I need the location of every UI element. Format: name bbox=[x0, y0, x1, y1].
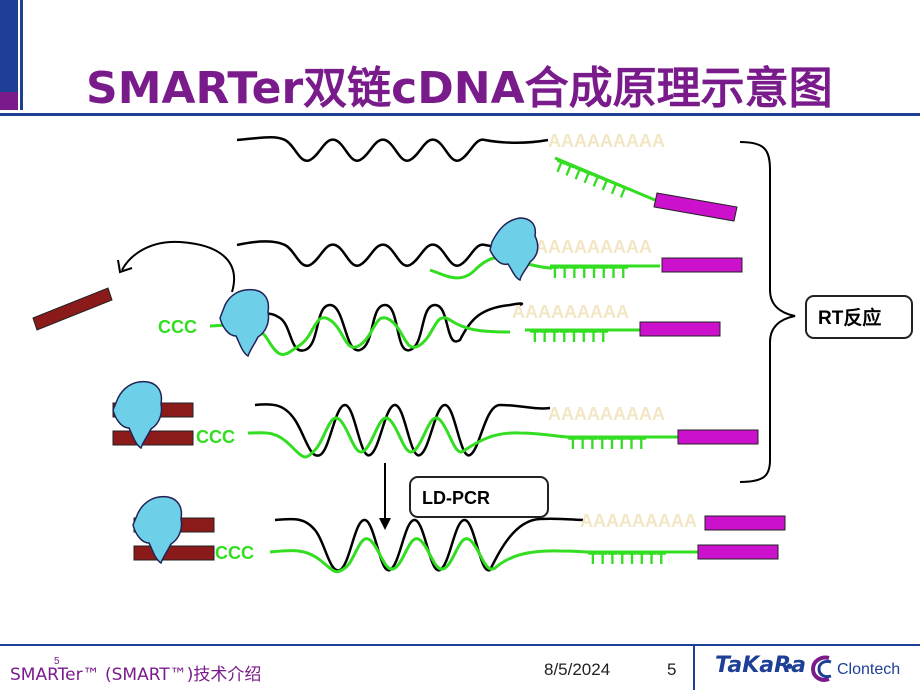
smart-adapter-3 bbox=[639, 321, 721, 337]
oligo-dt-label-4: TTTTTTTT bbox=[568, 436, 646, 453]
footer-vertical-divider bbox=[693, 646, 695, 690]
polya-label-1: AAAAAAAAA bbox=[548, 131, 665, 151]
smart-adapter-5b bbox=[697, 544, 779, 560]
ccc-label-5: CCC bbox=[215, 543, 254, 563]
rt-label: RT反应 bbox=[818, 306, 881, 329]
pcr-arrowhead bbox=[379, 518, 391, 530]
rt-bracket bbox=[739, 141, 796, 483]
footer-title: SMARTer™ (SMART™)技术介绍 bbox=[10, 660, 261, 685]
row-1: AAAAAAAAA TTTTTTTT bbox=[236, 131, 738, 222]
ldpcr-label: LD-PCR bbox=[422, 488, 490, 508]
reverse-transcriptase-5 bbox=[132, 495, 183, 565]
left-accent-bar bbox=[0, 0, 18, 92]
smart-adapter-4 bbox=[677, 429, 759, 445]
footer-title-text: SMARTer™ (SMART™)技术介绍 bbox=[10, 665, 262, 685]
oligo-dt-label-1: TTTTTTTT bbox=[552, 158, 631, 203]
oligo-dt-label-3: TTTTTTTT bbox=[530, 329, 608, 346]
diagram-canvas: AAAAAAAAA TTTTTTTT AAAAAAAAA TTTTTTTT CC… bbox=[32, 131, 913, 574]
page-number: 5 bbox=[667, 660, 677, 679]
reverse-transcriptase-2 bbox=[489, 217, 539, 282]
ccc-label-3: CCC bbox=[158, 317, 197, 337]
title-divider bbox=[0, 113, 920, 116]
cdna-strand-5-top bbox=[274, 517, 584, 572]
clontech-logo-mark-icon: Clontech bbox=[810, 655, 900, 682]
template-switch-oligo-5b bbox=[133, 545, 215, 561]
left-accent-block bbox=[0, 92, 18, 110]
logo-separator-dot: • bbox=[786, 656, 794, 678]
polya-label-5: AAAAAAAAA bbox=[580, 511, 697, 531]
takara-logo: TaKaRa bbox=[715, 653, 806, 678]
row-4: CCC AAAAAAAAA TTTTTTTT bbox=[112, 380, 759, 459]
mrna-strand-3 bbox=[249, 302, 524, 352]
clontech-logo: Clontech bbox=[807, 652, 917, 684]
polya-label-2: AAAAAAAAA bbox=[535, 237, 652, 257]
oligo-dt-label-5: TTTTTTTT bbox=[588, 551, 666, 568]
cdna-strand-4 bbox=[247, 416, 569, 459]
mrna-strand-1 bbox=[236, 136, 549, 163]
polya-label-4: AAAAAAAAA bbox=[548, 404, 665, 424]
oligo-dt-label-2: TTTTTTTT bbox=[550, 265, 628, 282]
oligo-dt-primer-1 bbox=[554, 156, 656, 202]
rt-box bbox=[805, 295, 913, 339]
released-template-switch-oligo bbox=[32, 287, 113, 331]
footer-date: 8/5/2024 bbox=[544, 660, 611, 679]
mrna-strand-4 bbox=[254, 403, 551, 457]
ccc-label-4: CCC bbox=[196, 427, 235, 447]
reverse-transcriptase-3 bbox=[219, 288, 270, 358]
slide-title: SMARTer双链cDNA合成原理示意图 bbox=[86, 63, 833, 114]
cdna-strand-5-bottom bbox=[269, 537, 591, 574]
release-arrow bbox=[121, 240, 235, 293]
polya-label-3: AAAAAAAAA bbox=[512, 302, 629, 322]
release-arrowhead bbox=[117, 259, 133, 274]
smart-adapter-5a bbox=[704, 515, 786, 531]
cdna-strand-3 bbox=[209, 316, 511, 356]
reverse-transcriptase-4 bbox=[112, 380, 163, 450]
row-2: AAAAAAAAA TTTTTTTT bbox=[117, 217, 743, 293]
smart-adapter-2 bbox=[661, 257, 743, 273]
smart-adapter-1 bbox=[653, 192, 738, 222]
row-3: CCC AAAAAAAAA TTTTTTTT bbox=[158, 288, 721, 358]
footer-small-marker: 5 bbox=[54, 656, 60, 667]
row-5: CCC AAAAAAAAA TTTTTTTT bbox=[132, 495, 786, 574]
clontech-logo-text: Clontech bbox=[837, 661, 900, 678]
footer-divider bbox=[0, 644, 920, 646]
template-switch-oligo-4b bbox=[112, 430, 194, 446]
mrna-strand-2 bbox=[236, 240, 541, 268]
left-accent-line bbox=[20, 0, 23, 110]
ldpcr-box bbox=[409, 476, 549, 518]
